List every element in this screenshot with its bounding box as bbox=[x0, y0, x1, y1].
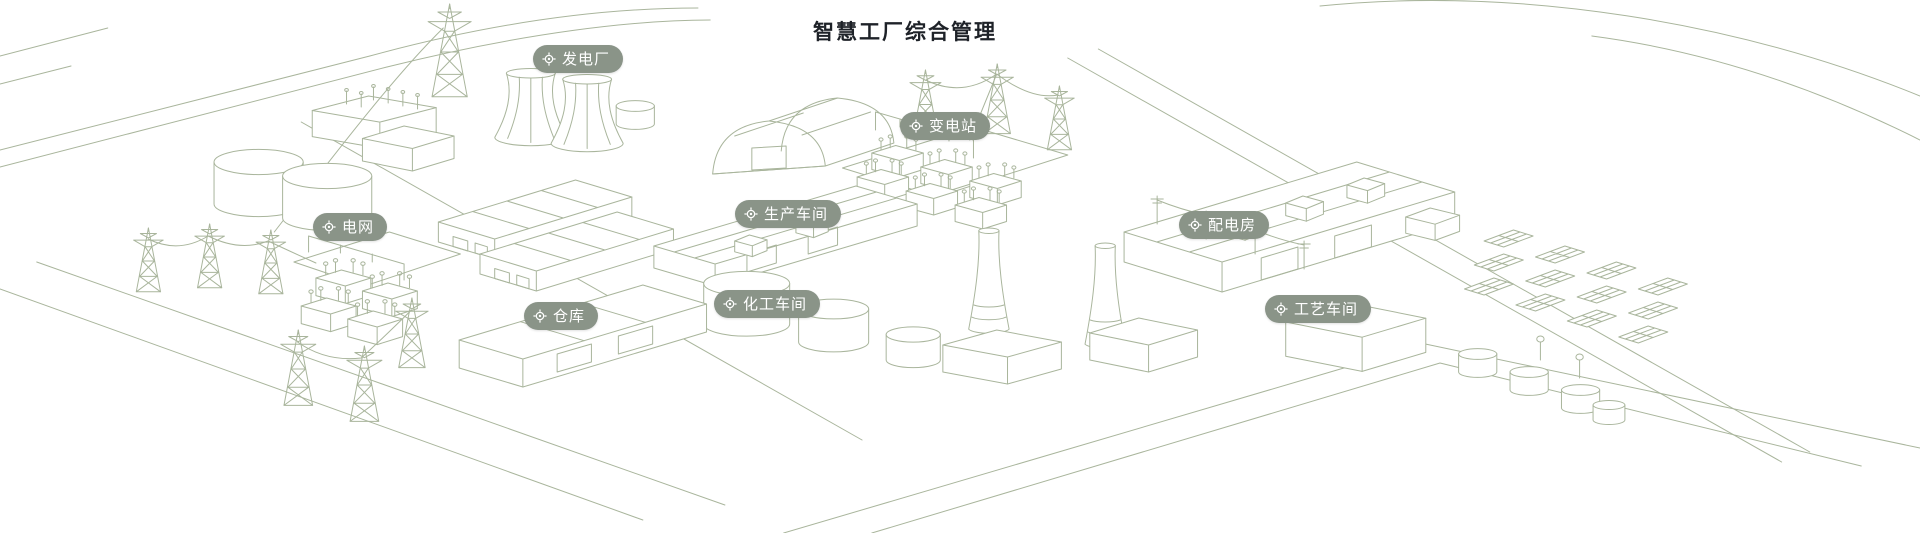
marker-power-grid[interactable]: 电网 bbox=[313, 213, 388, 241]
marker-label: 电网 bbox=[342, 218, 375, 236]
marker-label: 化工车间 bbox=[743, 295, 808, 313]
locate-icon bbox=[533, 309, 547, 323]
locate-icon bbox=[322, 220, 336, 234]
marker-label: 发电厂 bbox=[562, 50, 611, 68]
marker-label: 配电房 bbox=[1208, 216, 1257, 234]
marker-power-plant[interactable]: 发电厂 bbox=[533, 45, 624, 73]
marker-chemical-workshop[interactable]: 化工车间 bbox=[714, 290, 821, 318]
marker-substation[interactable]: 变电站 bbox=[900, 112, 991, 140]
marker-distribution-room[interactable]: 配电房 bbox=[1179, 211, 1270, 239]
marker-label: 仓库 bbox=[553, 307, 586, 325]
transmission-towers-upper-left bbox=[132, 223, 287, 295]
locate-icon bbox=[1188, 218, 1202, 232]
locate-icon bbox=[909, 119, 923, 133]
transmission-towers-lower-left bbox=[279, 297, 429, 423]
marker-label: 工艺车间 bbox=[1294, 300, 1359, 318]
arched-warehouse bbox=[713, 98, 894, 174]
sawtooth-warehouses bbox=[437, 179, 675, 292]
locate-icon bbox=[744, 207, 758, 221]
process-equipment bbox=[1458, 336, 1626, 425]
power-plant-buildings bbox=[310, 3, 655, 173]
marker-label: 变电站 bbox=[929, 117, 978, 135]
locate-icon bbox=[542, 52, 556, 66]
marker-label: 生产车间 bbox=[764, 205, 829, 223]
marker-process-workshop[interactable]: 工艺车间 bbox=[1265, 295, 1372, 323]
power-grid-yard bbox=[294, 232, 461, 346]
warehouse-building bbox=[459, 285, 706, 387]
locate-icon bbox=[1274, 302, 1288, 316]
marker-production-workshop[interactable]: 生产车间 bbox=[735, 200, 842, 228]
chemical-tanks bbox=[702, 270, 941, 369]
solar-panel-field bbox=[1463, 229, 1688, 344]
locate-icon bbox=[723, 297, 737, 311]
distribution-warehouse bbox=[1124, 162, 1461, 292]
page-title: 智慧工厂综合管理 bbox=[813, 20, 997, 44]
marker-warehouse[interactable]: 仓库 bbox=[524, 302, 599, 330]
